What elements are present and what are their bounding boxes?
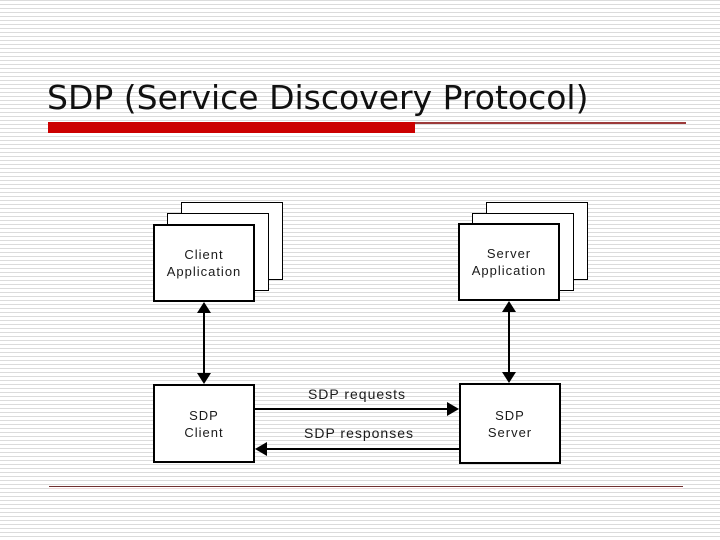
title-underline-bar [48, 122, 415, 133]
requests-arrow-line [255, 408, 449, 410]
sdp-server-label-line1: SDP [495, 407, 525, 423]
arrowhead-down-icon [197, 373, 211, 384]
arrow-line [508, 309, 510, 375]
title-underline-line [415, 122, 686, 124]
sdp-requests-label: SDP requests [307, 386, 407, 402]
client-vertical-double-arrow [197, 302, 211, 384]
server-application-label-line2: Application [471, 263, 547, 278]
sdp-client-label-line1: SDP [189, 407, 219, 423]
arrowhead-left-icon [255, 442, 267, 456]
sdp-client-box: SDP Client [153, 384, 255, 463]
server-application-label-line1: Server [486, 246, 532, 261]
server-application-box: Server Application [458, 223, 560, 301]
server-vertical-double-arrow [502, 301, 516, 383]
arrowhead-right-icon [447, 402, 459, 416]
responses-arrow-line [266, 448, 459, 450]
sdp-client-label-line2: Client [184, 424, 224, 440]
footer-divider-dark [49, 486, 683, 487]
sdp-server-label-line2: Server [487, 424, 533, 440]
client-application-label-line2: Application [166, 264, 242, 279]
client-application-box: Client Application [153, 224, 255, 302]
arrowhead-up-icon [502, 301, 516, 312]
footer-divider-light [49, 488, 683, 489]
arrowhead-down-icon [502, 372, 516, 383]
sdp-server-box: SDP Server [459, 383, 561, 464]
sdp-responses-label: SDP responses [303, 425, 415, 441]
arrow-line [203, 310, 205, 376]
client-application-label-line1: Client [184, 247, 224, 262]
slide-title: SDP (Service Discovery Protocol) [47, 78, 589, 117]
arrowhead-up-icon [197, 302, 211, 313]
